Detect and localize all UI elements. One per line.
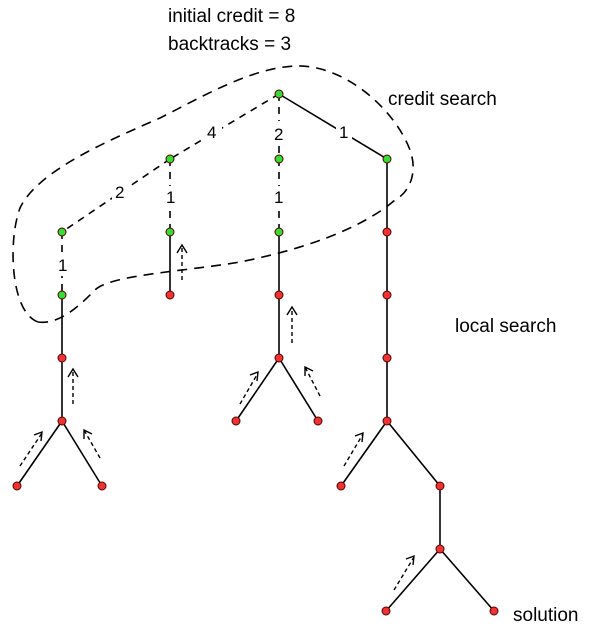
credit-label-root-left: 4 — [207, 123, 216, 142]
initial-credit-text: initial credit = 8 — [168, 6, 295, 27]
edge — [61, 420, 103, 487]
local-node — [313, 416, 323, 426]
edge — [16, 420, 63, 487]
credit-label-middle-down: 1 — [274, 188, 283, 207]
local-node — [165, 290, 175, 300]
credit-node — [274, 227, 284, 237]
edge — [386, 420, 441, 487]
credit-label-leftmost-down: 1 — [58, 256, 67, 275]
edge — [439, 548, 495, 612]
local-node — [336, 481, 346, 491]
local-search-label: local search — [455, 316, 556, 337]
local-node — [382, 290, 392, 300]
local-node — [231, 416, 241, 426]
edge — [278, 357, 319, 422]
credit-node — [165, 154, 175, 164]
credit-search-region — [12, 65, 414, 323]
backtrack-arrow — [83, 428, 101, 459]
local-node — [97, 481, 107, 491]
backtrack-arrow — [304, 365, 321, 397]
local-node — [489, 606, 499, 616]
credit-label-left-b: 1 — [166, 188, 175, 207]
credit-node — [274, 89, 284, 99]
backtrack-arrow — [393, 554, 415, 591]
local-node — [382, 353, 392, 363]
credit-label-root-right: 1 — [339, 123, 348, 142]
local-node — [274, 353, 284, 363]
credit-label-left-a: 2 — [115, 183, 124, 202]
local-node — [381, 606, 391, 616]
backtrack-arrow — [286, 305, 298, 343]
local-node — [57, 416, 67, 426]
credit-node — [57, 227, 67, 237]
credit-node — [57, 290, 67, 300]
backtrack-arrow — [343, 431, 364, 467]
solution-label: solution — [513, 605, 579, 626]
edge — [235, 357, 280, 422]
edge — [340, 420, 388, 487]
edge — [385, 548, 441, 612]
backtrack-arrow — [239, 370, 259, 405]
backtrack-arrow — [19, 430, 43, 467]
local-node — [274, 290, 284, 300]
credit-search-label: credit search — [388, 89, 497, 110]
backtrack-arrow — [176, 243, 188, 280]
local-node — [57, 353, 67, 363]
credit-node — [382, 154, 392, 164]
backtracks-text: backtracks = 3 — [168, 34, 291, 55]
edge-root-left — [169, 93, 280, 160]
credit-node — [165, 227, 175, 237]
credit-node — [274, 154, 284, 164]
local-node — [435, 481, 445, 491]
local-node — [12, 481, 22, 491]
local-node — [382, 227, 392, 237]
local-node — [382, 416, 392, 426]
edge-root-right — [278, 93, 388, 160]
local-node — [435, 544, 445, 554]
credit-label-root-middle: 2 — [274, 125, 283, 144]
backtrack-arrow — [67, 367, 79, 404]
